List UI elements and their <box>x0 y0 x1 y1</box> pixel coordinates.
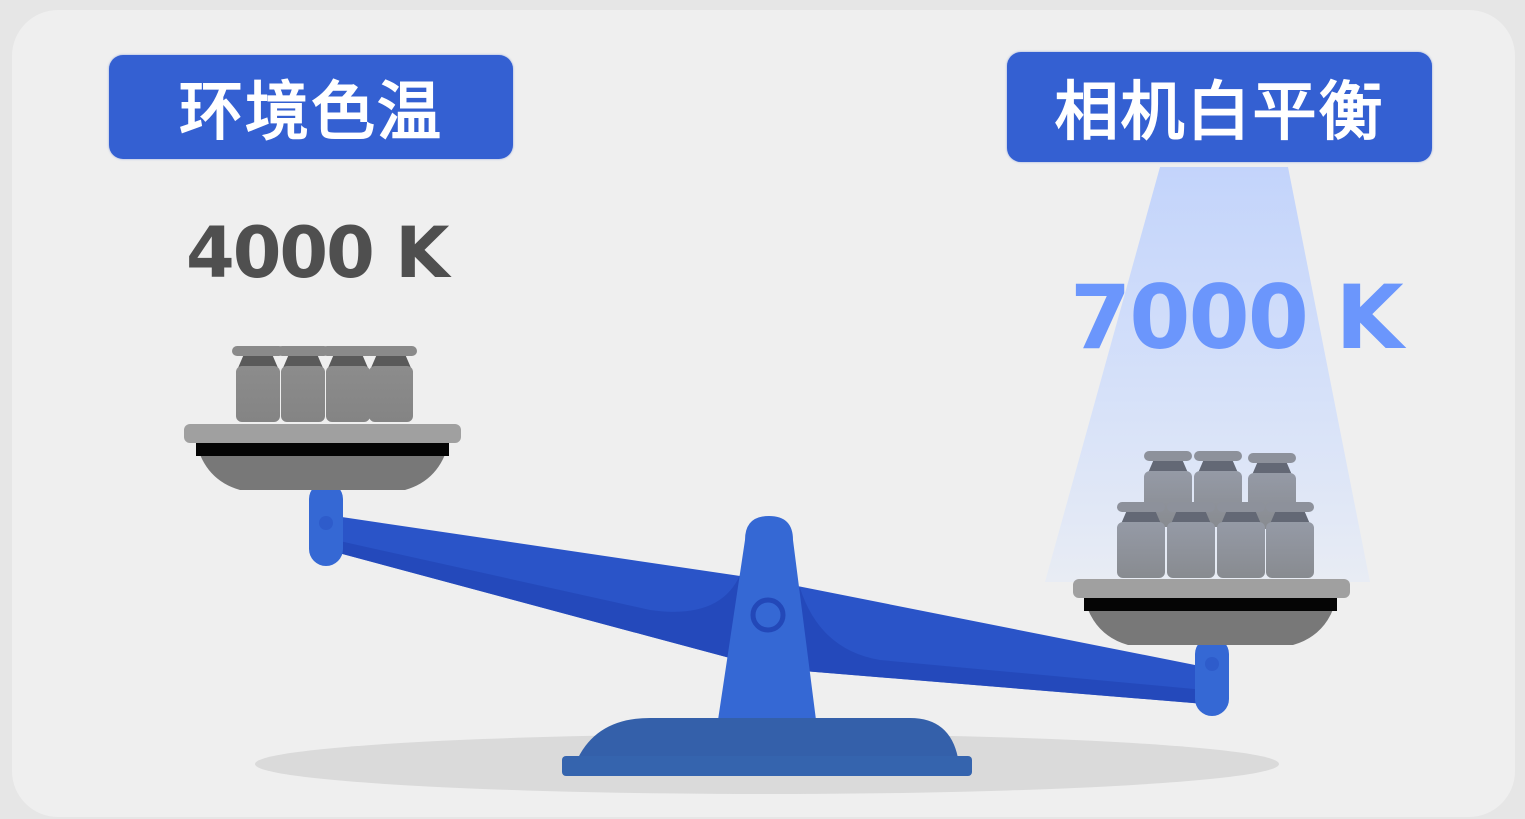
fulcrum-post <box>718 516 816 720</box>
camera-white-balance-label: 相机白平衡 <box>1007 52 1432 162</box>
right-pan-stem <box>1195 637 1229 716</box>
ambient-kelvin-value: 4000 K <box>186 212 449 294</box>
scale-base <box>562 718 972 776</box>
white-balance-kelvin-value: 7000 K <box>1070 266 1404 369</box>
right-pan <box>1073 451 1350 645</box>
left-weights <box>232 346 417 422</box>
left-pan <box>184 346 461 490</box>
white-balance-label-text: 相机白平衡 <box>1054 76 1385 150</box>
ambient-color-temperature-label: 环境色温 <box>109 55 513 159</box>
ambient-label-text: 环境色温 <box>179 76 443 150</box>
pivot-icon <box>750 597 786 633</box>
